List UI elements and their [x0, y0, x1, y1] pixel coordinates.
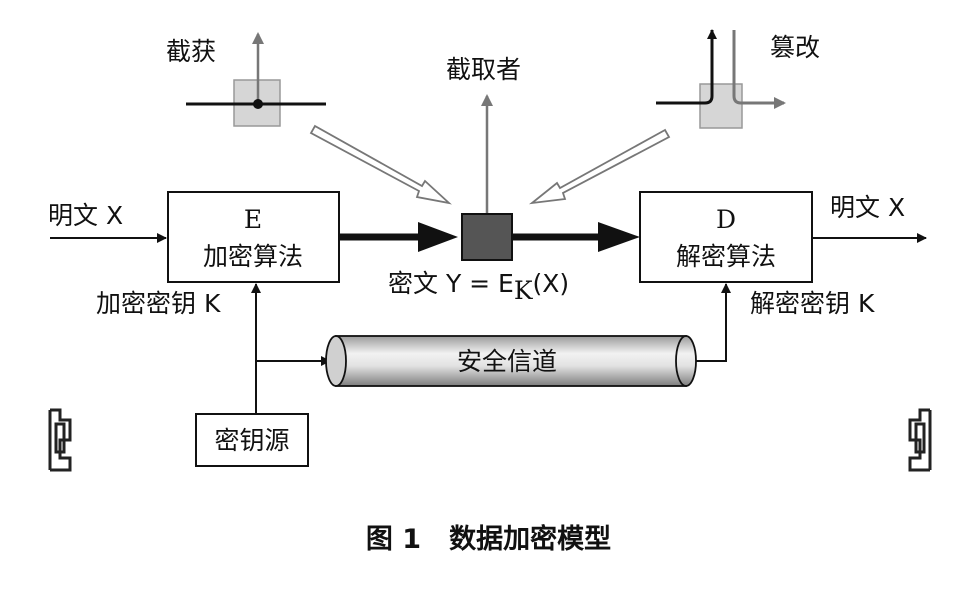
tampering-threat-arrow: [528, 128, 671, 205]
tampering-group: 篡改: [656, 29, 820, 129]
right-border-ornament: [908, 408, 932, 472]
plaintext-in-label: 明文 X: [48, 201, 123, 230]
key-source-box: 密钥源: [195, 413, 309, 467]
figure-caption: 图 1 数据加密模型: [0, 517, 977, 556]
encrypt-box-letter: E: [244, 205, 262, 234]
cipher-in-arrowhead: [598, 222, 640, 252]
tampering-input-wire: [656, 29, 717, 105]
channel-to-decrypt-arrow: [686, 283, 731, 362]
key-source-label: 密钥源: [214, 426, 289, 455]
figure-title: 数据加密模型: [449, 524, 612, 555]
decrypt-box-name: 解密算法: [676, 242, 776, 271]
interception-threat-arrow: [309, 124, 452, 205]
left-border-ornament: [48, 408, 72, 472]
secure-channel-label: 安全信道: [457, 347, 557, 376]
tampering-square: [699, 83, 743, 129]
ciphertext-subscript: K: [514, 276, 534, 305]
tampering-output-wire: [732, 30, 786, 109]
interception-label: 截获: [166, 37, 216, 66]
interception-group: 截获: [166, 32, 326, 127]
interceptor-label: 截取者: [446, 55, 521, 84]
cipher-out-arrowhead: [418, 222, 458, 252]
secure-channel-cylinder: 安全信道: [325, 335, 697, 387]
encryption-model-diagram: 截获 截取者 篡改 明文 X E 加密算法 密文 Y = EK(X) D 解密算…: [48, 29, 932, 472]
decrypt-box-letter: D: [716, 205, 736, 234]
encrypt-key-label: 加密密钥 K: [96, 289, 221, 318]
encrypt-algorithm-box: E 加密算法: [167, 191, 340, 283]
tampering-label: 篡改: [770, 33, 820, 62]
interception-tap-point: [253, 99, 263, 109]
encrypt-box-name: 加密算法: [203, 242, 303, 271]
decrypt-key-label: 解密密钥 K: [750, 289, 875, 318]
ciphertext-label: 密文 Y = EK(X): [388, 269, 569, 305]
ciphertext-block: [461, 213, 513, 261]
decrypt-algorithm-box: D 解密算法: [639, 191, 813, 283]
figure-number: 图 1: [365, 524, 422, 555]
interceptor-group: 截取者: [446, 55, 521, 214]
plaintext-out-label: 明文 X: [830, 193, 905, 222]
